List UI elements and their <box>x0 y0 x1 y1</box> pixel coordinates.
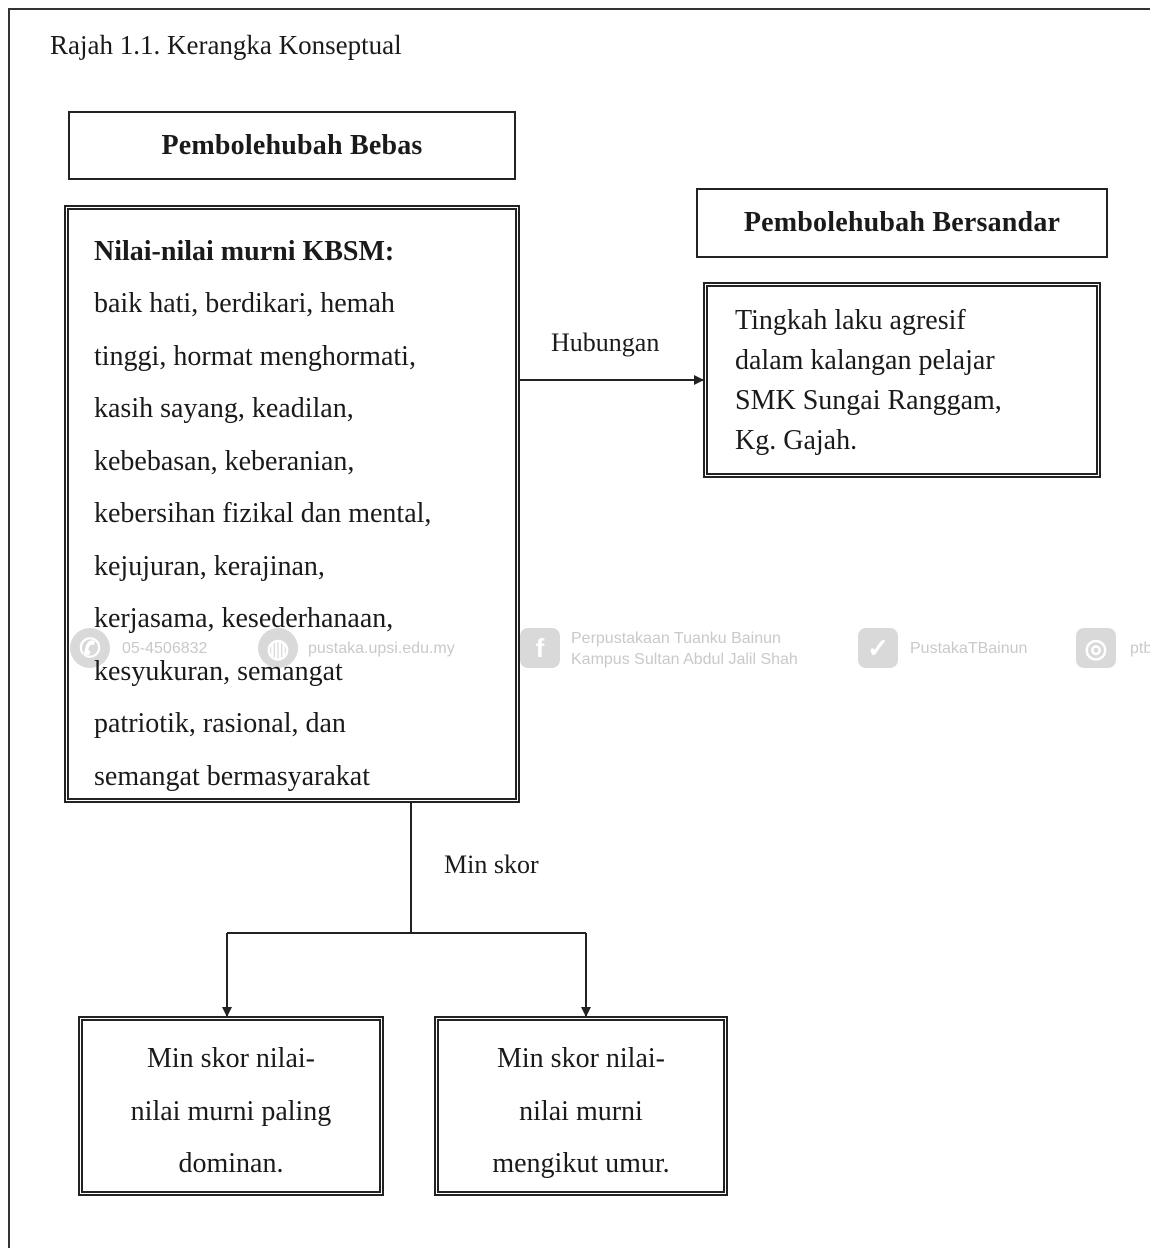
independent-variable-box: Nilai-nilai murni KBSM: baik hati, berdi… <box>64 205 520 803</box>
figure-caption: Rajah 1.1. Kerangka Konseptual <box>50 30 402 60</box>
value-line: patriotik, rasional, dan <box>94 708 346 739</box>
dependent-variable-box: Tingkah laku agresif dalam kalangan pela… <box>703 282 1101 478</box>
dependent-variable-header: Pembolehubah Bersandar <box>696 188 1108 258</box>
watermark-library-line1: Perpustakaan Tuanku Bainun <box>571 630 781 647</box>
outcome-line: dominan. <box>178 1148 284 1179</box>
dependent-line: Kg. Gajah. <box>735 425 858 456</box>
watermark-site: pustaka.upsi.edu.my <box>308 640 455 657</box>
value-line: tinggi, hormat menghormati, <box>94 340 416 372</box>
watermark-twitter: PustakaTBainun <box>910 640 1028 657</box>
watermark-library-line2: Kampus Sultan Abdul Jalil Shah <box>571 651 798 668</box>
value-line: kesyukuran, semangat <box>94 655 343 687</box>
value-line: baik hati, berdikari, hemah <box>94 288 395 319</box>
value-line: kejujuran, kerajinan, <box>94 550 325 582</box>
value-line: semangat bermasyarakat <box>94 760 370 792</box>
twitter-icon: ✓ <box>858 628 898 668</box>
outcome-line: nilai murni paling <box>130 1095 332 1127</box>
branch-label: Min skor <box>444 850 539 879</box>
figure-frame <box>8 8 1150 1248</box>
independent-variable-title: Nilai-nilai murni KBSM: <box>94 236 395 267</box>
relation-label: Hubungan <box>551 328 660 357</box>
independent-variable-header: Pembolehubah Bebas <box>68 111 516 180</box>
outcome-line: Min skor nilai- <box>147 1043 315 1074</box>
dependent-line: SMK Sungai Ranggam, <box>735 385 1002 416</box>
outcome-line: Min skor nilai- <box>497 1043 665 1074</box>
outcome-box-by-age: Min skor nilai- nilai murni mengikut umu… <box>434 1016 728 1196</box>
value-line: kebersihan fizikal dan mental, <box>94 498 432 529</box>
value-line: kasih sayang, keadilan, <box>94 393 354 424</box>
dependent-line: dalam kalangan pelajar <box>735 345 995 376</box>
facebook-icon: f <box>520 628 560 668</box>
watermark-instagram: ptb <box>1130 640 1150 657</box>
outcome-line: nilai murni <box>519 1095 643 1127</box>
globe-icon: ◍ <box>258 628 298 668</box>
watermark-phone: 05-4506832 <box>122 640 208 657</box>
instagram-icon: ◎ <box>1076 628 1116 668</box>
dependent-line: Tingkah laku agresif <box>735 305 966 336</box>
outcome-line: mengikut umur. <box>492 1148 670 1179</box>
value-line: kebebasan, keberanian, <box>94 445 355 477</box>
phone-icon: ✆ <box>70 628 110 668</box>
value-line: kerjasama, kesederhanaan, <box>94 603 394 634</box>
outcome-box-dominant: Min skor nilai- nilai murni paling domin… <box>78 1016 384 1196</box>
